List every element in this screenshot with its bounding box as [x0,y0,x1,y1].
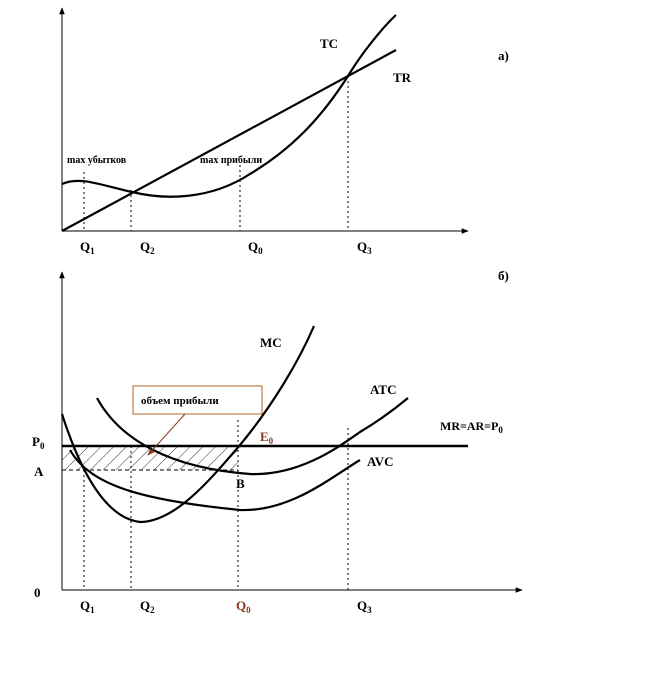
profit-box [132,385,263,415]
top-panel-label: а) [498,48,509,63]
tc-label: TC [320,36,338,51]
profit-arrow [147,413,186,456]
top-tick-q3: Q3 [357,239,372,256]
p0-label: P0 [32,434,45,451]
bottom-panel: объем прибыли MC ATC AVC MR=AR=P0 E0 B б… [32,268,523,615]
top-panel: TC TR а) max убытков max прибыли Q1 Q2 Q… [59,7,509,256]
tr-label: TR [393,70,412,85]
atc-curve [96,397,409,476]
origin-label: 0 [34,585,41,600]
bottom-tick-q3: Q3 [357,598,372,615]
mc-label: MC [260,335,282,350]
e0-label: E0 [260,429,274,446]
a-label: A [34,464,44,479]
atc-label: ATC [370,382,396,397]
tc-curve [61,14,397,198]
profit-box-label: объем прибыли [141,395,219,407]
mc-curve [60,325,316,524]
tr-line [61,49,397,232]
top-tick-q2: Q2 [140,239,155,256]
top-tick-q1: Q1 [80,239,95,256]
top-tick-q0: Q0 [248,239,263,256]
max-profit-label: max прибыли [200,155,262,166]
avc-label: AVC [367,454,394,469]
bottom-tick-q2: Q2 [140,598,155,615]
mr-label: MR=AR=P0 [440,419,503,435]
bottom-panel-label: б) [498,268,509,283]
max-loss-label: max убытков [67,155,127,166]
avc-curve [69,449,361,512]
bottom-tick-q1: Q1 [80,598,95,615]
bottom-tick-q0: Q0 [236,598,251,615]
b-label: B [236,476,245,491]
